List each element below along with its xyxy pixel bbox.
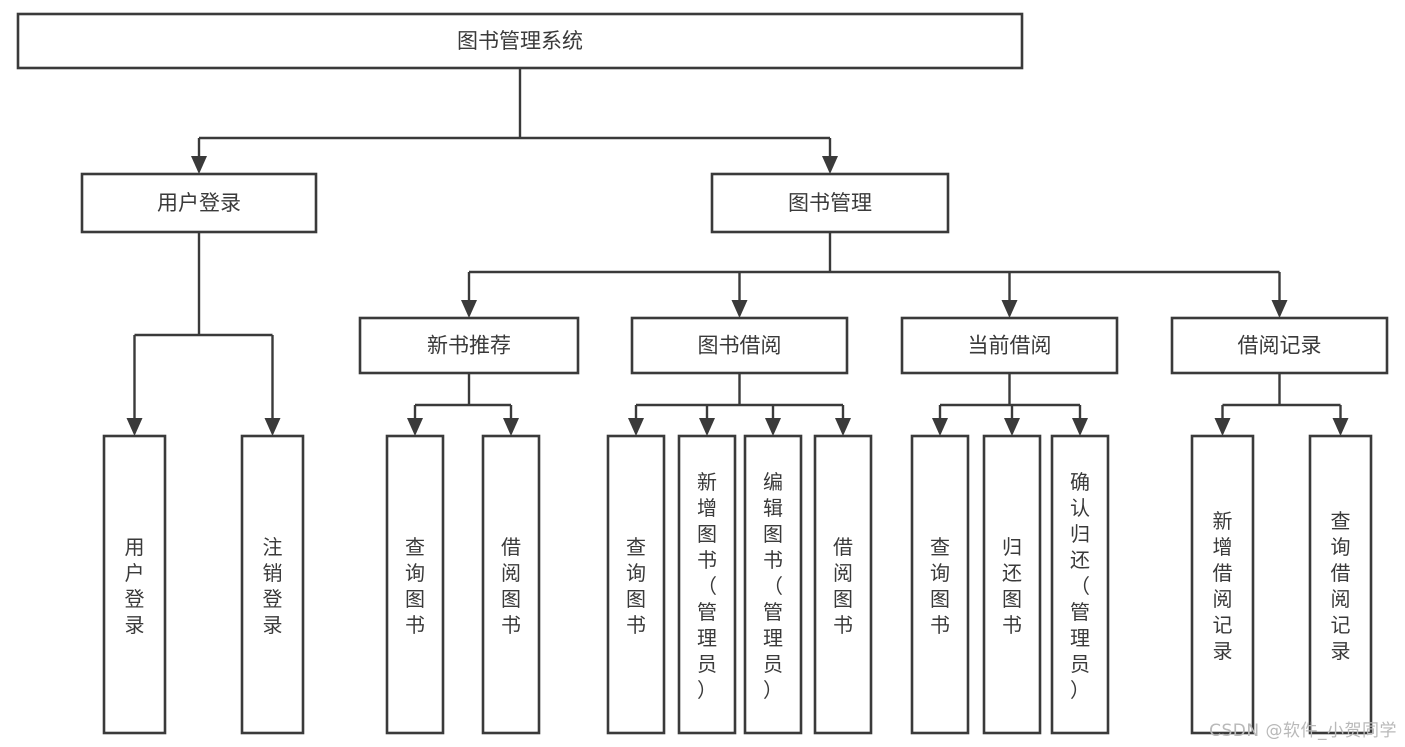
- node-level2-0[interactable]: 用户登录: [80, 172, 318, 234]
- level2-1-arrow-icon: [822, 156, 838, 174]
- node-leaf-6-rect[interactable]: [743, 434, 803, 735]
- node-leaf-7-rect[interactable]: [813, 434, 873, 735]
- node-leaf-7[interactable]: 借阅图书: [813, 434, 873, 735]
- node-leaf-10-label: 确认归还（管理员）: [1070, 470, 1090, 702]
- node-root[interactable]: 图书管理系统: [16, 12, 1024, 70]
- node-leaf-8-rect[interactable]: [910, 434, 970, 735]
- node-leaf-4[interactable]: 查询图书: [606, 434, 666, 735]
- leaf-9-arrow-icon: [1004, 418, 1020, 436]
- node-level3-3[interactable]: 借阅记录: [1170, 316, 1389, 375]
- leaf-8-arrow-icon: [932, 418, 948, 436]
- node-leaf-7-label: 借阅图书: [833, 535, 853, 637]
- level3-1-arrow-icon: [731, 300, 748, 318]
- leaf-7-arrow-icon: [835, 418, 851, 436]
- node-leaf-2-rect[interactable]: [385, 434, 445, 735]
- leaf-1-arrow-icon: [264, 418, 281, 436]
- node-level3-3-rect[interactable]: [1170, 316, 1389, 375]
- node-leaf-3[interactable]: 借阅图书: [481, 434, 541, 735]
- node-leaf-3-label: 借阅图书: [501, 535, 521, 637]
- node-leaf-4-rect[interactable]: [606, 434, 666, 735]
- connector-layer: [126, 68, 1349, 436]
- node-leaf-5-rect[interactable]: [677, 434, 737, 735]
- node-level3-0[interactable]: 新书推荐: [358, 316, 580, 375]
- leaf-10-arrow-icon: [1072, 418, 1088, 436]
- node-leaf-12-label: 查询借阅记录: [1331, 509, 1351, 663]
- leaf-11-arrow-icon: [1214, 418, 1231, 436]
- leaf-3-arrow-icon: [503, 418, 519, 436]
- level3-3-arrow-icon: [1271, 300, 1288, 318]
- node-leaf-6-label: 编辑图书（管理员）: [763, 470, 783, 702]
- node-level2-0-rect[interactable]: [80, 172, 318, 234]
- node-leaf-1-label: 注销登录: [263, 535, 283, 637]
- level2-0-arrow-icon: [191, 156, 207, 174]
- node-leaf-10-rect[interactable]: [1050, 434, 1110, 735]
- node-level3-3-label: 借阅记录: [1238, 334, 1322, 358]
- node-level3-1-label: 图书借阅: [698, 334, 782, 358]
- node-level2-0-label: 用户登录: [157, 191, 241, 215]
- node-level3-2[interactable]: 当前借阅: [900, 316, 1119, 375]
- node-level2-1-rect[interactable]: [710, 172, 950, 234]
- node-level2-1-label: 图书管理: [788, 191, 872, 215]
- node-leaf-2[interactable]: 查询图书: [385, 434, 445, 735]
- node-leaf-0-rect[interactable]: [102, 434, 167, 735]
- node-leaf-12-rect[interactable]: [1308, 434, 1373, 735]
- leaf-6-arrow-icon: [765, 418, 781, 436]
- node-root-rect[interactable]: [16, 12, 1024, 70]
- node-leaf-8-label: 查询图书: [930, 535, 950, 637]
- node-layer: 图书管理系统用户登录图书管理新书推荐图书借阅当前借阅借阅记录用户登录注销登录查询…: [16, 12, 1389, 735]
- node-leaf-2-label: 查询图书: [405, 535, 425, 637]
- node-leaf-10[interactable]: 确认归还（管理员）: [1050, 434, 1110, 735]
- leaf-12-arrow-icon: [1332, 418, 1349, 436]
- node-level3-2-rect[interactable]: [900, 316, 1119, 375]
- leaf-5-arrow-icon: [699, 418, 715, 436]
- node-leaf-3-rect[interactable]: [481, 434, 541, 735]
- node-level3-0-rect[interactable]: [358, 316, 580, 375]
- node-leaf-5-label: 新增图书（管理员）: [697, 470, 717, 702]
- node-leaf-9-rect[interactable]: [982, 434, 1042, 735]
- node-leaf-1[interactable]: 注销登录: [240, 434, 305, 735]
- node-leaf-0[interactable]: 用户登录: [102, 434, 167, 735]
- node-leaf-12[interactable]: 查询借阅记录: [1308, 434, 1373, 735]
- node-leaf-6[interactable]: 编辑图书（管理员）: [743, 434, 803, 735]
- node-level3-0-label: 新书推荐: [427, 334, 511, 358]
- node-leaf-9-label: 归还图书: [1002, 535, 1022, 637]
- node-leaf-11-label: 新增借阅记录: [1213, 509, 1233, 663]
- node-leaf-8[interactable]: 查询图书: [910, 434, 970, 735]
- node-level3-1-rect[interactable]: [630, 316, 849, 375]
- node-leaf-5[interactable]: 新增图书（管理员）: [677, 434, 737, 735]
- node-level2-1[interactable]: 图书管理: [710, 172, 950, 234]
- node-leaf-11-rect[interactable]: [1190, 434, 1255, 735]
- level3-0-arrow-icon: [461, 300, 477, 318]
- node-leaf-11[interactable]: 新增借阅记录: [1190, 434, 1255, 735]
- level3-2-arrow-icon: [1001, 300, 1018, 318]
- node-leaf-0-label: 用户登录: [125, 535, 145, 637]
- node-level3-2-label: 当前借阅: [968, 334, 1052, 358]
- leaf-0-arrow-icon: [126, 418, 143, 436]
- node-root-label: 图书管理系统: [457, 29, 583, 53]
- leaf-4-arrow-icon: [628, 418, 644, 436]
- leaf-2-arrow-icon: [407, 418, 423, 436]
- node-leaf-1-rect[interactable]: [240, 434, 305, 735]
- node-leaf-9[interactable]: 归还图书: [982, 434, 1042, 735]
- node-level3-1[interactable]: 图书借阅: [630, 316, 849, 375]
- node-leaf-4-label: 查询图书: [626, 535, 646, 637]
